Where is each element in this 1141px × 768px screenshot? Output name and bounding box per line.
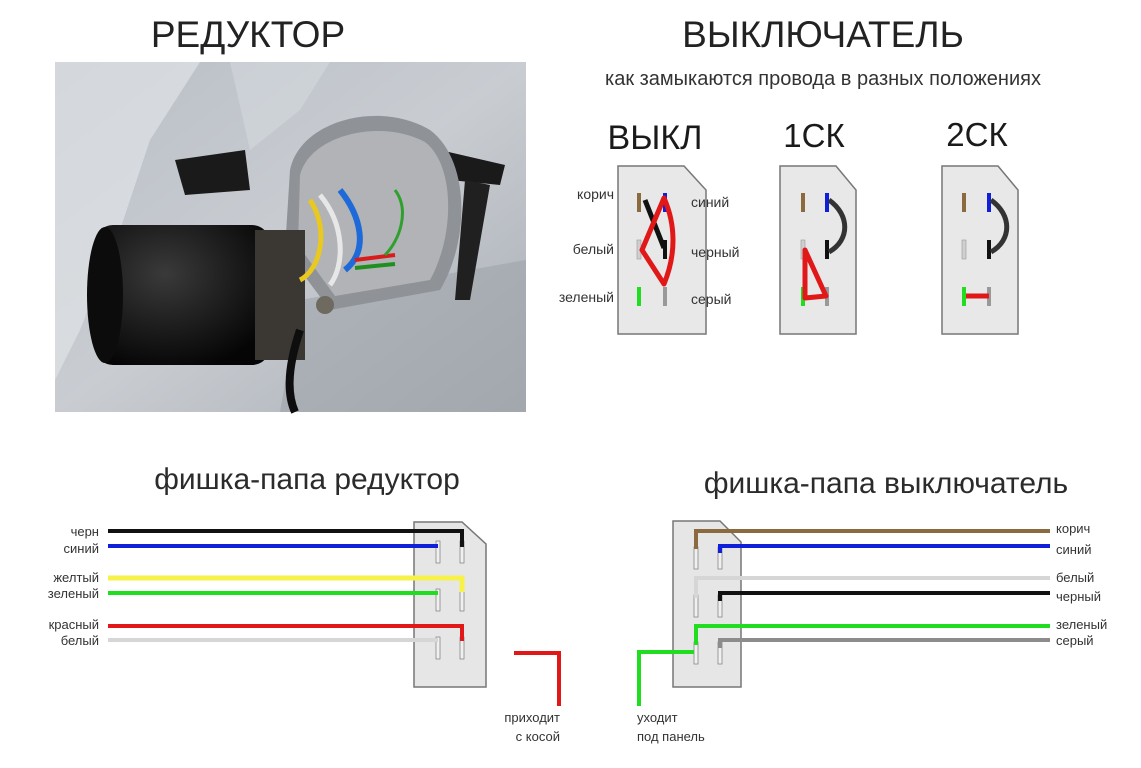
switch-title: ВЫКЛЮЧАТЕЛЬ (682, 14, 964, 55)
switch-position-1sk (779, 165, 857, 335)
wire-black (108, 529, 464, 547)
switch-subtitle: как замыкаются провода в разных положени… (605, 68, 1041, 90)
reducer-wire-label-white: белый (61, 633, 99, 648)
switch-label-blue: синий (691, 194, 729, 210)
wire-brown (694, 529, 1050, 549)
switch-position-2sk (941, 165, 1019, 335)
gearmotor-photo (55, 62, 526, 414)
position-off: ВЫКЛ (608, 119, 703, 157)
switch-wire-label-black: черный (1056, 589, 1101, 604)
switch-label-green: зеленый (559, 289, 614, 305)
wire-white-switch (694, 576, 1050, 598)
reducer-title: РЕДУКТОР (151, 14, 345, 55)
switch-wire-label-green: зеленый (1056, 617, 1107, 632)
switch-label-brown: корич (577, 186, 614, 202)
reducer-plug (108, 521, 487, 688)
switch-label-white: белый (573, 241, 614, 257)
switch-label-black: черный (691, 244, 739, 260)
switch-wire-label-white: белый (1056, 570, 1094, 585)
switch-plug (672, 520, 1050, 688)
position-2sk: 2СК (946, 116, 1008, 153)
wire-black-switch (718, 591, 1050, 601)
switch-position-off (617, 165, 707, 335)
plug-switch-title: фишка-папа выключатель (704, 467, 1068, 500)
note-panel-line1: уходит (637, 710, 678, 725)
switch-wire-label-brown: корич (1056, 521, 1090, 536)
wire-grey-switch (718, 638, 1050, 648)
position-1sk: 1СК (783, 117, 845, 154)
switch-wire-label-blue: синий (1056, 542, 1091, 557)
wire-green-switch (694, 624, 1050, 645)
reducer-wire-label-blue: синий (64, 541, 99, 556)
reducer-wire-label-black: черн (71, 524, 99, 539)
switch-label-grey: серый (691, 291, 731, 307)
reducer-wire-label-red: красный (49, 617, 99, 632)
loose-red-wire (514, 651, 561, 706)
wire-blue-switch (718, 544, 1050, 553)
note-panel-line2: под панель (637, 729, 705, 744)
wire-yellow (108, 575, 465, 592)
loose-green-wire (637, 650, 694, 706)
reducer-wire-label-yellow: желтый (53, 570, 99, 585)
reducer-wire-label-green: зеленый (48, 586, 99, 601)
plug-reducer-title: фишка-папа редуктор (154, 463, 460, 496)
note-harness-line2: с косой (516, 729, 560, 744)
wire-red (108, 624, 464, 641)
note-harness-line1: приходит (504, 710, 560, 725)
switch-wire-label-grey: серый (1056, 633, 1094, 648)
